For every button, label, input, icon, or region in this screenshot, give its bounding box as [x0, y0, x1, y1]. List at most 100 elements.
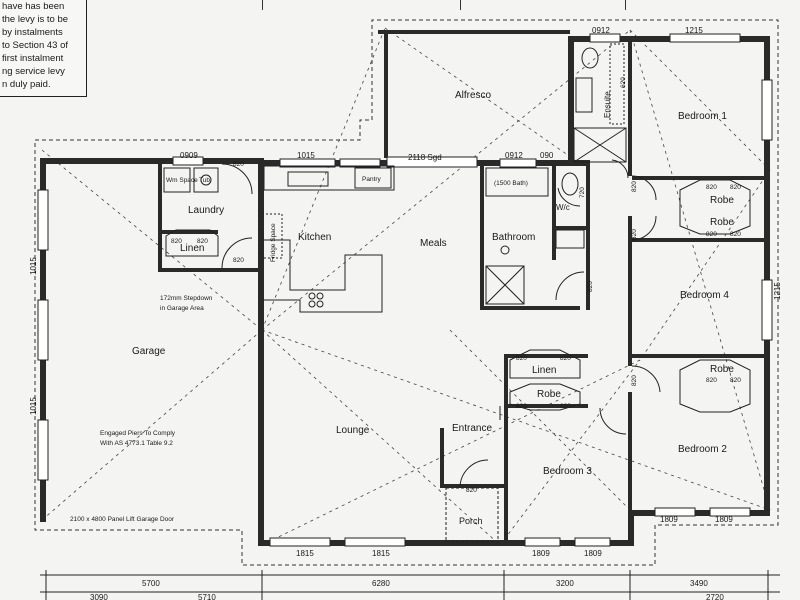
dim-label: 1215 — [685, 26, 703, 35]
dim-label: 1815 — [372, 549, 390, 558]
bedroom4-label: Bedroom 4 — [680, 290, 729, 301]
dim-label: 0912 — [505, 151, 523, 160]
top-edge-tick — [460, 0, 461, 10]
alfresco-label: Alfresco — [455, 90, 492, 101]
pantry-label: Pantry — [362, 176, 382, 183]
partial-dim: 5710 — [198, 593, 216, 600]
plan-notes: 172mm Stepdown in Garage Area Engaged Pi… — [70, 295, 213, 523]
door-820-label: 820 — [706, 184, 717, 191]
robe2-label: Robe — [710, 217, 734, 228]
door-820-label: 820 — [587, 281, 594, 292]
sliding-door-label: 2118 Sgd — [408, 153, 442, 162]
dim-label: 1015 — [29, 397, 38, 415]
door-820-label: 820 — [706, 231, 717, 238]
fridge-space-label: Fridge Space — [270, 223, 277, 262]
internal-walls — [158, 36, 766, 546]
note-line: have has been — [2, 1, 65, 12]
door-820-label: 820 — [730, 231, 741, 238]
total-dim: 3490 — [690, 579, 708, 588]
robe3-label: Robe — [537, 389, 561, 400]
garage-door-note: 2100 x 4800 Panel Lift Garage Door — [70, 516, 175, 523]
entrance-label: Entrance — [452, 423, 492, 434]
dim-label: 1809 — [660, 515, 678, 524]
dimension-labels: 0909 1015 0912 090 0912 1215 1215 1015 1… — [29, 26, 782, 558]
laundry-label: Laundry — [188, 205, 224, 216]
levy-note: have has been the levy is to be by insta… — [0, 0, 87, 97]
laundry-fixtures — [163, 167, 219, 193]
dim-label: 1809 — [532, 549, 550, 558]
note-line: to Section 43 of — [2, 40, 69, 51]
piers-note: Engaged Piers To Comply — [100, 430, 176, 437]
door-820-label: 820 — [631, 375, 638, 386]
dim-label: 1015 — [29, 257, 38, 275]
robe-outlines — [165, 179, 751, 413]
dim-label: 0909 — [180, 151, 198, 160]
bedroom2-label: Bedroom 2 — [678, 444, 727, 455]
linen-laundry-label: Linen — [180, 243, 204, 254]
note-line: n duly paid. — [2, 79, 51, 90]
total-dim: 5700 — [142, 579, 160, 588]
roof-hip-lines — [41, 27, 771, 546]
linen-hall-label: Linen — [532, 365, 556, 376]
bathroom-fixtures — [485, 167, 585, 305]
porch-label: Porch — [459, 516, 483, 526]
dim-label: 1015 — [297, 151, 315, 160]
dim-label: 1815 — [296, 549, 314, 558]
door-820-label: 820 — [516, 403, 527, 410]
door-820-label: 820 — [560, 355, 571, 362]
bedroom3-label: Bedroom 3 — [543, 466, 592, 477]
robe4-label: Robe — [710, 364, 734, 375]
door-820-label: 820 — [730, 184, 741, 191]
dim-label: 090 — [540, 151, 554, 160]
windows — [37, 33, 773, 547]
stepdown-note: 172mm Stepdown — [160, 295, 213, 302]
door-820-label: 820 — [516, 355, 527, 362]
porch-posts — [445, 406, 501, 543]
ensuite-label: Ensuite — [603, 91, 612, 118]
wm-space-label: Wm Space — [166, 177, 198, 184]
note-line: first instalment — [2, 53, 64, 64]
meals-label: Meals — [420, 238, 447, 249]
note-line: ng service levy — [2, 66, 65, 77]
partial-dim: 3090 — [90, 593, 108, 600]
total-dim: 3200 — [556, 579, 574, 588]
stepdown-note: in Garage Area — [160, 305, 204, 312]
door-820-label: 820 — [171, 238, 182, 245]
dim-label: 1809 — [584, 549, 602, 558]
door-620-label: 620 — [620, 77, 627, 88]
room-labels: Alfresco Bedroom 1 Ensuite Laundry Linen… — [132, 90, 734, 526]
dim-label: 1215 — [773, 282, 782, 300]
bottom-dimension-strip: 5700 6280 3200 3490 3090 5710 2720 — [40, 570, 780, 600]
dim-label: 1809 — [715, 515, 733, 524]
piers-note: With AS 4773.1 Table 9.2 — [100, 440, 173, 447]
wc-label: W/c — [556, 203, 570, 212]
tub-label: Tub — [199, 177, 210, 184]
door-720-label: 720 — [579, 187, 586, 198]
bathroom-label: Bathroom — [492, 232, 535, 243]
dim-label: 0912 — [592, 26, 610, 35]
kitchen-bench — [261, 165, 395, 313]
outer-walls — [40, 30, 770, 546]
door-820-label: 820 — [197, 238, 208, 245]
partial-dim: 2720 — [706, 593, 724, 600]
robe1-label: Robe — [710, 195, 734, 206]
top-edge-tick — [625, 0, 626, 10]
top-edge-tick — [262, 0, 263, 10]
bedroom1-label: Bedroom 1 — [678, 111, 727, 122]
fixture-labels: Wm Space Tub Pantry (1500 Bath) Fridge S… — [166, 153, 528, 262]
roof-outline — [34, 19, 779, 566]
door-820-label: 820 — [730, 377, 741, 384]
lounge-label: Lounge — [336, 425, 370, 436]
note-line: the levy is to be — [2, 14, 69, 25]
door-820-label: 820 — [631, 181, 638, 192]
door-820-label: 820 — [466, 487, 477, 494]
bath-label: (1500 Bath) — [494, 180, 528, 187]
kitchen-label: Kitchen — [298, 232, 331, 243]
garage-label: Garage — [132, 346, 166, 357]
door-swings — [221, 159, 661, 489]
note-line: by instalments — [2, 27, 63, 38]
door-820-label: 820 — [631, 229, 638, 240]
door-820-label: 820 — [233, 161, 244, 168]
ensuite-fixtures — [573, 43, 627, 163]
